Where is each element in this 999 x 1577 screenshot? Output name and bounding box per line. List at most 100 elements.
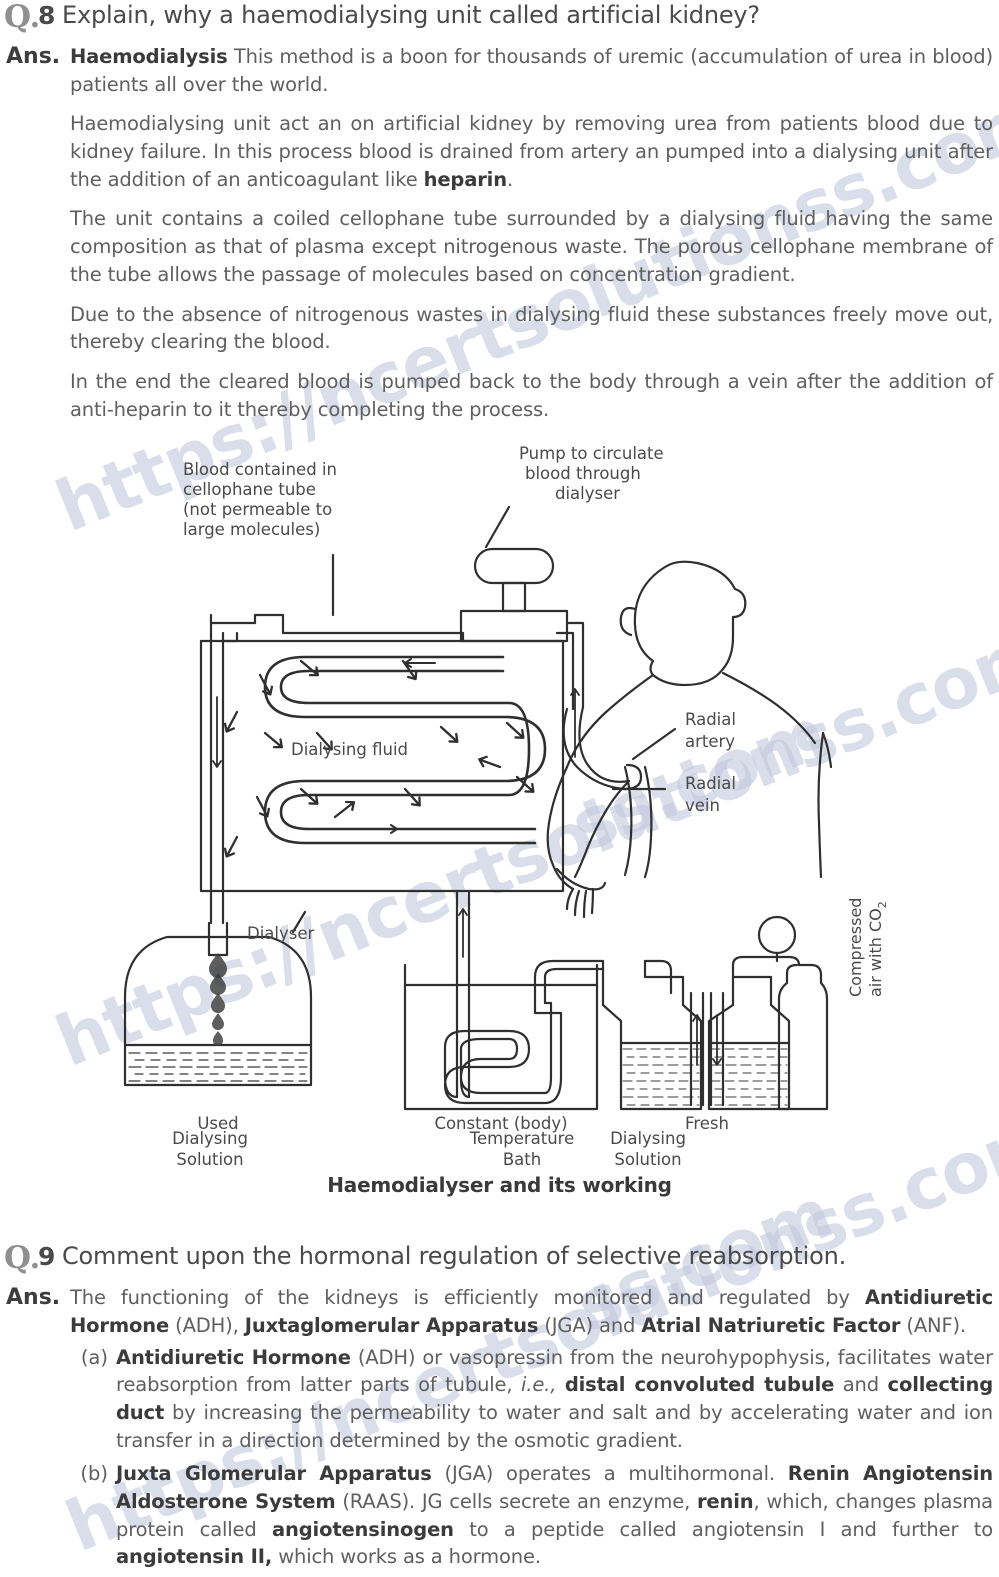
haemodialyser-diagram: Blood contained in cellophane tube (not … [123,444,889,1133]
leader-pump [484,506,510,549]
term-heparin: heparin [423,167,508,191]
term-bold: angiotensinogen [271,1517,454,1541]
answer-intro-paragraph: The functioning of the kidneys is effici… [70,1284,993,1339]
label-dialysing-fluid: Dialysing fluid [291,740,408,759]
diffusion-arrows [223,660,534,858]
cellophane-tube-inner [279,669,536,831]
used-solution-bottle [123,936,312,1087]
blood-tube-to-arm-inner [577,706,630,784]
intro-text: (JGA) and [538,1313,642,1337]
label-radial-vein-line2: vein [685,796,720,815]
answer-marker: Ans. [6,44,61,69]
person-left-shoulder [565,674,654,769]
fresh-caption-line2: Dialysing [610,1129,686,1149]
dip-tube-left [689,992,704,1107]
bath-coil-inner [459,1038,518,1099]
body-text: (ADH) or vasopressin from the neurohypop… [116,1345,994,1397]
answer-paragraph: In the end the cleared blood is pumped b… [70,369,993,421]
body-text: , which, changes plasma protein called [116,1490,993,1541]
answer-8-body: Haemodialysis This method is a boon for … [70,43,999,423]
label-pump-line3: dialyser [555,484,620,503]
term-bold: Antidiuretic Hormone [116,1345,351,1369]
question-number: 8 [38,1,56,30]
cylinder-connection-tube [731,956,800,979]
answer-sub-list: (a) Antidiuretic Hormone (ADH) or vasopr… [70,1344,993,1572]
person-head [633,560,746,687]
figure-caption: Haemodialyser and its working [327,1173,672,1198]
bath-outlet-upper-inner [507,968,604,1095]
diagram-labels: Blood contained in cellophane tube (not … [183,444,889,1133]
term-adh: Antidiuretic Hormone [70,1286,993,1337]
fresh-right-hatch [709,1048,788,1106]
label-fresh-line1: Fresh [685,1114,729,1133]
term-bold: renin [696,1490,754,1514]
label-dialyser: Dialyser [247,924,314,943]
answer-paragraph: The unit contains a coiled cellophane tu… [70,207,993,286]
dip-tube-right [709,992,724,1107]
bath-caption: Temperature Bath [432,1129,612,1170]
question-text: Explain, why a haemodialysing unit calle… [62,1,760,29]
radial-artery-line [623,766,632,877]
pump-outlet-tube-inner [555,632,574,711]
term-jga: Juxtaglomerular Apparatus [244,1313,539,1337]
answer-paragraph-text: Haemodialysing unit act an on artificial… [70,112,993,191]
question-marker: Q. [4,1240,41,1277]
radial-artery-pointer [631,728,676,761]
arm-tube-arrow [569,688,580,759]
term-bold: distal convoluted tubule [564,1373,835,1397]
compressed-air-cylinder [777,964,828,1111]
fresh-bottle-left [601,960,702,1111]
body-text: by increasing the permeability to water … [116,1401,993,1452]
person-ear [619,607,636,637]
leader-dialyser [291,911,306,934]
bath-coil-outer [443,1030,530,1105]
blood-tube-to-arm-outer [562,708,626,791]
list-item: (a) Antidiuretic Hormone (ADH) or vasopr… [70,1344,993,1455]
answer-9-body: The functioning of the kidneys is effici… [70,1284,999,1577]
used-caption-line3: Solution [176,1149,244,1169]
answer-8-block: Ans. Haemodialysis This method is a boon… [0,43,999,423]
term-anf: Atrial Natriuretic Factor [641,1313,901,1337]
person-far-arm-tip [821,732,832,769]
label-blood-tube-line2: cellophane tube [183,480,316,499]
drain-flow-arrow [211,696,222,769]
label-radial-artery-line2: artery [685,732,735,751]
intro-text: (ANF). [900,1313,967,1337]
dialyser-chamber [199,640,564,893]
answer-paragraph: Haemodialysing unit act an on artificial… [70,110,993,193]
intro-text: (ADH), [169,1313,245,1337]
list-item-paragraph: Juxta Glomerular Apparatus (JGA) operate… [116,1460,993,1571]
fresh-left-hatch [621,1048,700,1106]
person-hand [555,868,606,891]
intro-text: The functioning of the kidneys is effici… [70,1286,865,1310]
dialyser-top-left-inlet [209,614,464,643]
pump-outlet-tube-outer [565,622,584,709]
term-bold: Juxta Glomerular Apparatus [116,1462,432,1486]
label-blood-tube-line4: large molecules) [183,520,320,539]
body-text: which works as a hormone. [272,1545,541,1569]
answer-9-block: Ans. The functioning of the kidneys is e… [0,1284,999,1577]
used-caption-line2: Dialysing [172,1129,248,1149]
body-text: to a peptide called angiotensin I and fu… [453,1517,993,1541]
person-arm-inner [573,780,630,879]
dip-tube-arrows [691,1014,722,1067]
list-item-label: (b) [80,1462,108,1486]
list-item-text: Juxta Glomerular Apparatus (JGA) operate… [116,1460,993,1571]
term-bold: collecting duct [116,1373,994,1424]
label-radial-vein-line1: Radial [685,774,736,793]
person-fingers [565,888,594,919]
bath-outlet-upper-outer [507,960,604,1105]
term-haemodialysis: Haemodialysis [70,45,228,68]
pump-stem [501,582,526,613]
temperature-bath-vessel [403,964,598,1111]
fresh-caption: Dialysing Solution [543,1129,753,1170]
answer-paragraph-text: This method is a boon for thousands of u… [70,45,993,96]
question-text: Comment upon the hormonal regulation of … [62,1242,847,1271]
used-liquid-hatch [127,1052,308,1082]
pump-body [459,610,568,643]
answer-paragraph: Due to the absence of nitrogenous wastes… [70,302,993,354]
term-bold: angiotensin II, [116,1545,273,1569]
label-pump-line1: Pump to circulate [519,444,664,463]
list-item-paragraph: Antidiuretic Hormone (ADH) or vasopressi… [116,1344,993,1455]
